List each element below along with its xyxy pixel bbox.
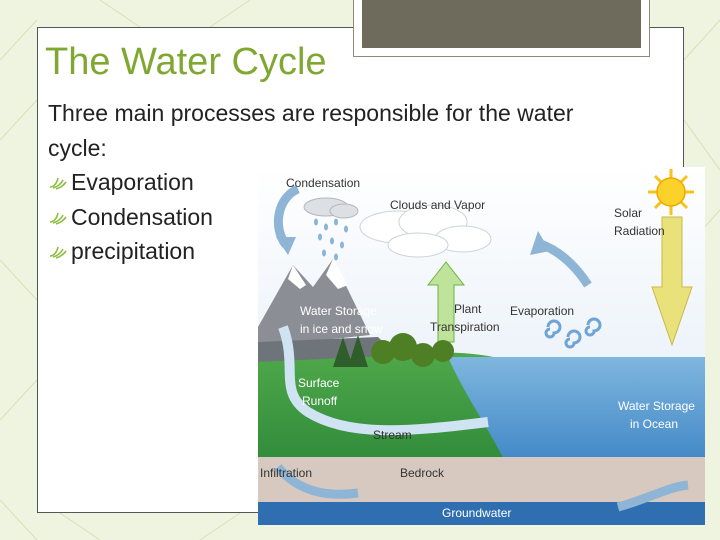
label-in-ocean: in Ocean bbox=[630, 417, 678, 431]
label-condensation: Condensation bbox=[286, 176, 360, 190]
bullet-label: precipitation bbox=[71, 238, 196, 264]
evaporation-swirls bbox=[544, 317, 602, 349]
bullet-item-condensation: Condensation bbox=[48, 200, 608, 235]
label-solar: Solar bbox=[614, 206, 642, 220]
groundwater-flow-arrow bbox=[616, 480, 689, 512]
header-tab-fill bbox=[362, 0, 641, 48]
condensation-cloud bbox=[303, 197, 359, 219]
bullet-label: Condensation bbox=[71, 203, 213, 230]
label-runoff: Runoff bbox=[302, 394, 338, 408]
leaf-bullet-icon bbox=[49, 178, 67, 191]
label-surface: Surface bbox=[298, 376, 340, 390]
slide-title: The Water Cycle bbox=[45, 41, 327, 83]
label-infiltration: Infiltration bbox=[260, 466, 312, 480]
bullet-label: Evaporation bbox=[71, 169, 194, 195]
surface-runoff-stream bbox=[278, 325, 489, 436]
solar-radiation-arrow bbox=[651, 216, 693, 347]
sun-icon bbox=[648, 169, 694, 215]
ocean bbox=[448, 357, 705, 467]
label-bedrock: Bedrock bbox=[400, 466, 445, 480]
trees bbox=[333, 333, 454, 367]
label-transpiration: Transpiration bbox=[430, 320, 500, 334]
bullet-item-evaporation: Evaporation bbox=[48, 165, 608, 200]
arrowhead bbox=[530, 231, 550, 255]
slide-body: Three main processes are responsible for… bbox=[48, 96, 608, 269]
clouds-and-vapor bbox=[359, 204, 492, 258]
leaf-bullet-icon bbox=[49, 212, 67, 225]
plant-transpiration-arrow bbox=[426, 261, 466, 343]
infiltration-arrow bbox=[274, 464, 359, 499]
label-ocean-storage: Water Storage bbox=[618, 399, 695, 413]
leaf-bullet-icon bbox=[49, 247, 67, 260]
label-ice-snow: in ice and snow bbox=[300, 322, 383, 336]
arrowhead bbox=[276, 237, 296, 255]
label-groundwater: Groundwater bbox=[442, 506, 511, 520]
label-water-storage-ice: Water Storage bbox=[300, 304, 377, 318]
label-clouds-vapor: Clouds and Vapor bbox=[390, 198, 485, 212]
bullet-list: Evaporation Condensation precipitation bbox=[48, 165, 608, 269]
precipitation-drops bbox=[314, 218, 348, 261]
label-evaporation: Evaporation bbox=[510, 304, 574, 318]
groundwater bbox=[258, 502, 705, 525]
header-tab bbox=[353, 0, 650, 57]
bullet-item-precipitation: precipitation bbox=[48, 234, 608, 269]
label-plant: Plant bbox=[454, 302, 482, 316]
water-cycle-diagram: Condensation Clouds and Vapor Solar Radi… bbox=[258, 167, 705, 525]
label-stream: Stream bbox=[373, 428, 412, 442]
label-radiation: Radiation bbox=[614, 224, 665, 238]
intro-text: Three main processes are responsible for… bbox=[48, 100, 574, 161]
